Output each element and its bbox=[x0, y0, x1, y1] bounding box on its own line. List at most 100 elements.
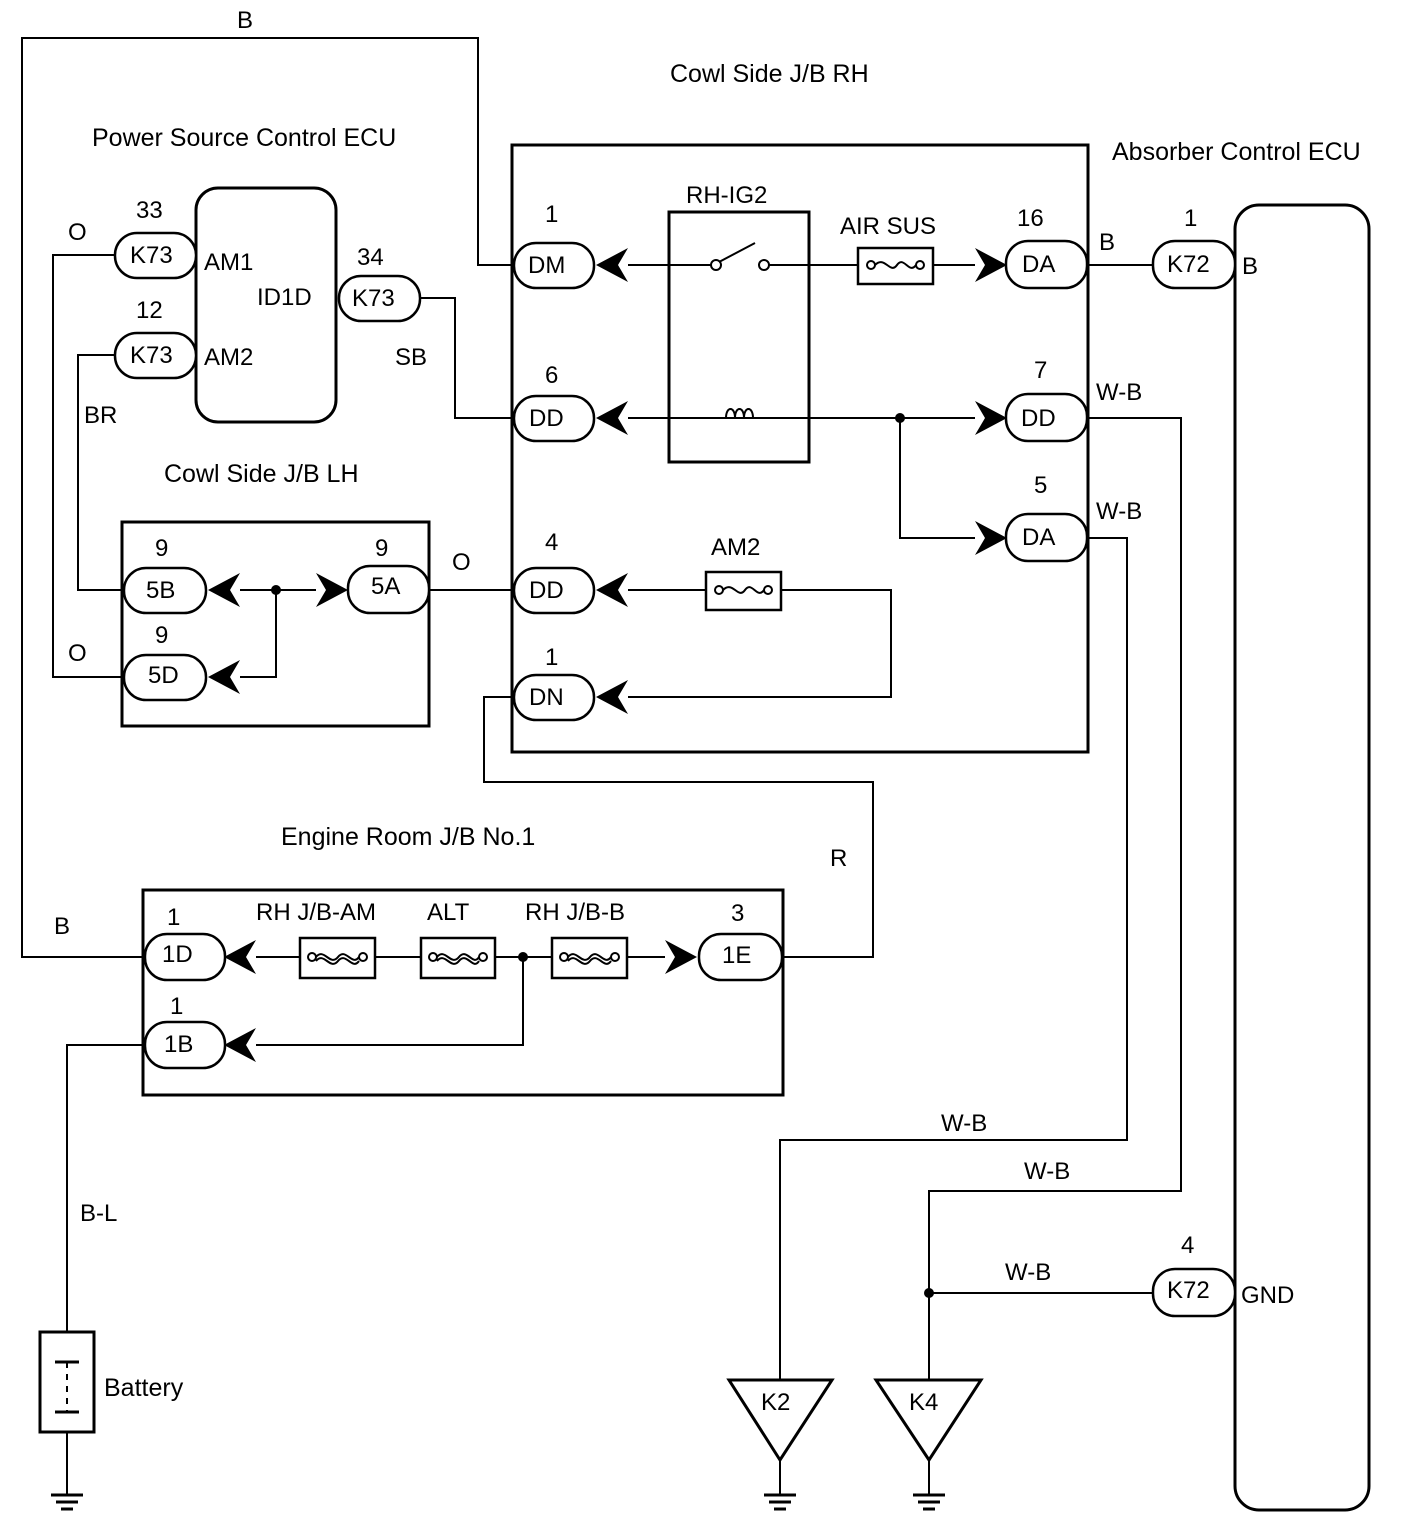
connector-dd4 bbox=[512, 566, 596, 615]
pin-33: 33 bbox=[136, 197, 163, 224]
label-battery: Battery bbox=[104, 1374, 184, 1402]
wire-label-b-1d: B bbox=[54, 913, 70, 940]
relay-label: RH-IG2 bbox=[686, 182, 767, 209]
wire-label-wb-da5: W-B bbox=[1096, 498, 1142, 525]
pin-1d: 1 bbox=[167, 904, 180, 931]
fuse-label-alt: ALT bbox=[427, 899, 470, 926]
pin-k72-gnd: 4 bbox=[1181, 1232, 1194, 1259]
wire-label-br: BR bbox=[84, 402, 117, 429]
junction-dot-lh bbox=[271, 585, 281, 595]
engine-jb-box bbox=[141, 888, 785, 1097]
conn-label-dd6: DD bbox=[529, 405, 564, 432]
fuse-label-am2: AM2 bbox=[711, 534, 760, 561]
terminal-am2: AM2 bbox=[204, 344, 253, 371]
arrow-1d bbox=[224, 940, 256, 974]
conn-label-5b: 5B bbox=[146, 577, 175, 604]
wire-label-o-5d: O bbox=[68, 640, 87, 667]
wire-bl bbox=[66, 1044, 145, 1332]
relay-switch bbox=[710, 242, 770, 271]
ground-point-k4-icon bbox=[873, 1378, 984, 1463]
pin-dd7: 7 bbox=[1034, 357, 1047, 384]
connector-5b bbox=[122, 566, 208, 615]
fuse-label-rh-jb-b: RH J/B-B bbox=[525, 899, 625, 926]
connector-1d bbox=[143, 932, 227, 982]
title-cowl-lh: Cowl Side J/B LH bbox=[164, 460, 359, 488]
power-ecu-body bbox=[194, 186, 338, 424]
wire-o-am1 bbox=[52, 254, 124, 678]
conn-label-k72-b: K72 bbox=[1167, 251, 1210, 278]
connector-dd6 bbox=[512, 394, 596, 443]
pin-k72-b: 1 bbox=[1184, 205, 1197, 232]
connector-da16 bbox=[1004, 239, 1089, 290]
pin-dd6: 6 bbox=[545, 362, 558, 389]
connector-da5 bbox=[1004, 512, 1089, 563]
ground-symbol-battery-icon bbox=[51, 1493, 83, 1511]
arrow-5a bbox=[316, 573, 348, 607]
conn-label-k73-id: K73 bbox=[352, 285, 395, 312]
wire-junction-1b bbox=[256, 957, 524, 1046]
pin-12: 12 bbox=[136, 297, 163, 324]
conn-label-k73-am2: K73 bbox=[130, 342, 173, 369]
wire-lh-down bbox=[240, 590, 277, 678]
connector-5a bbox=[346, 564, 431, 615]
connector-k73-id bbox=[337, 274, 422, 323]
connector-dn bbox=[512, 673, 596, 722]
wire-br bbox=[77, 354, 124, 591]
conn-label-1b: 1B bbox=[164, 1031, 193, 1058]
relay-coil-icon bbox=[725, 408, 754, 419]
conn-label-1e: 1E bbox=[722, 942, 751, 969]
pin-34: 34 bbox=[357, 244, 384, 271]
wire-label-b-da16: B bbox=[1099, 229, 1115, 256]
connector-dd7 bbox=[1004, 392, 1089, 443]
wire-fuse-dn bbox=[628, 589, 892, 698]
pin-5d: 9 bbox=[155, 622, 168, 649]
connector-5d bbox=[122, 653, 208, 702]
terminal-gnd: GND bbox=[1241, 1282, 1294, 1309]
fuse-am2 bbox=[704, 570, 783, 612]
terminal-am1: AM1 bbox=[204, 249, 253, 276]
wire-label-wb-dd7: W-B bbox=[1096, 379, 1142, 406]
wire-sb bbox=[420, 297, 514, 419]
conn-label-k73-am1: K73 bbox=[130, 242, 173, 269]
arrow-da16 bbox=[975, 248, 1007, 282]
pin-dn: 1 bbox=[545, 644, 558, 671]
conn-label-5d: 5D bbox=[148, 662, 179, 689]
wires bbox=[21, 37, 1182, 1495]
wire-label-wb-gnd: W-B bbox=[1005, 1259, 1051, 1286]
fuse-air-sus bbox=[856, 246, 935, 286]
arrow-5d bbox=[208, 660, 240, 694]
wire-label-o-5a: O bbox=[452, 549, 471, 576]
absorber-ecu-body bbox=[1233, 203, 1371, 1512]
cowl-lh-box bbox=[120, 520, 431, 728]
pin-1e: 3 bbox=[731, 900, 744, 927]
pin-5a: 9 bbox=[375, 535, 388, 562]
arrow-5b bbox=[208, 573, 240, 607]
conn-label-5a: 5A bbox=[371, 573, 400, 600]
wire-label-top-b: B bbox=[237, 7, 253, 34]
conn-label-k72-gnd: K72 bbox=[1167, 1277, 1210, 1304]
conn-label-dd4: DD bbox=[529, 577, 564, 604]
ground-point-k2-icon bbox=[726, 1378, 835, 1463]
pin-da5: 5 bbox=[1034, 472, 1047, 499]
ecu-body-label: ID1D bbox=[257, 284, 312, 311]
connector-1b bbox=[143, 1020, 227, 1070]
pin-1b: 1 bbox=[170, 993, 183, 1020]
wire-junction-da5 bbox=[899, 418, 975, 539]
connector-k73-am2 bbox=[113, 331, 198, 380]
wire-wb-da5 bbox=[779, 537, 1128, 1380]
conn-label-da5: DA bbox=[1022, 524, 1055, 551]
ground-symbol-k2-icon bbox=[764, 1493, 796, 1511]
title-absorber-ecu: Absorber Control ECU bbox=[1112, 138, 1361, 166]
wire-label-r: R bbox=[830, 845, 847, 872]
conn-label-dd7: DD bbox=[1021, 405, 1056, 432]
junction-dot-engine bbox=[518, 952, 528, 962]
wire-r bbox=[483, 696, 874, 958]
arrow-1b bbox=[224, 1028, 256, 1062]
fuse-alt bbox=[419, 936, 497, 980]
conn-label-dn: DN bbox=[529, 684, 564, 711]
pin-dd4: 4 bbox=[545, 529, 558, 556]
fuse-rh-jb-am bbox=[298, 936, 377, 980]
junction-dot-gnd bbox=[924, 1288, 934, 1298]
pin-5b: 9 bbox=[155, 535, 168, 562]
